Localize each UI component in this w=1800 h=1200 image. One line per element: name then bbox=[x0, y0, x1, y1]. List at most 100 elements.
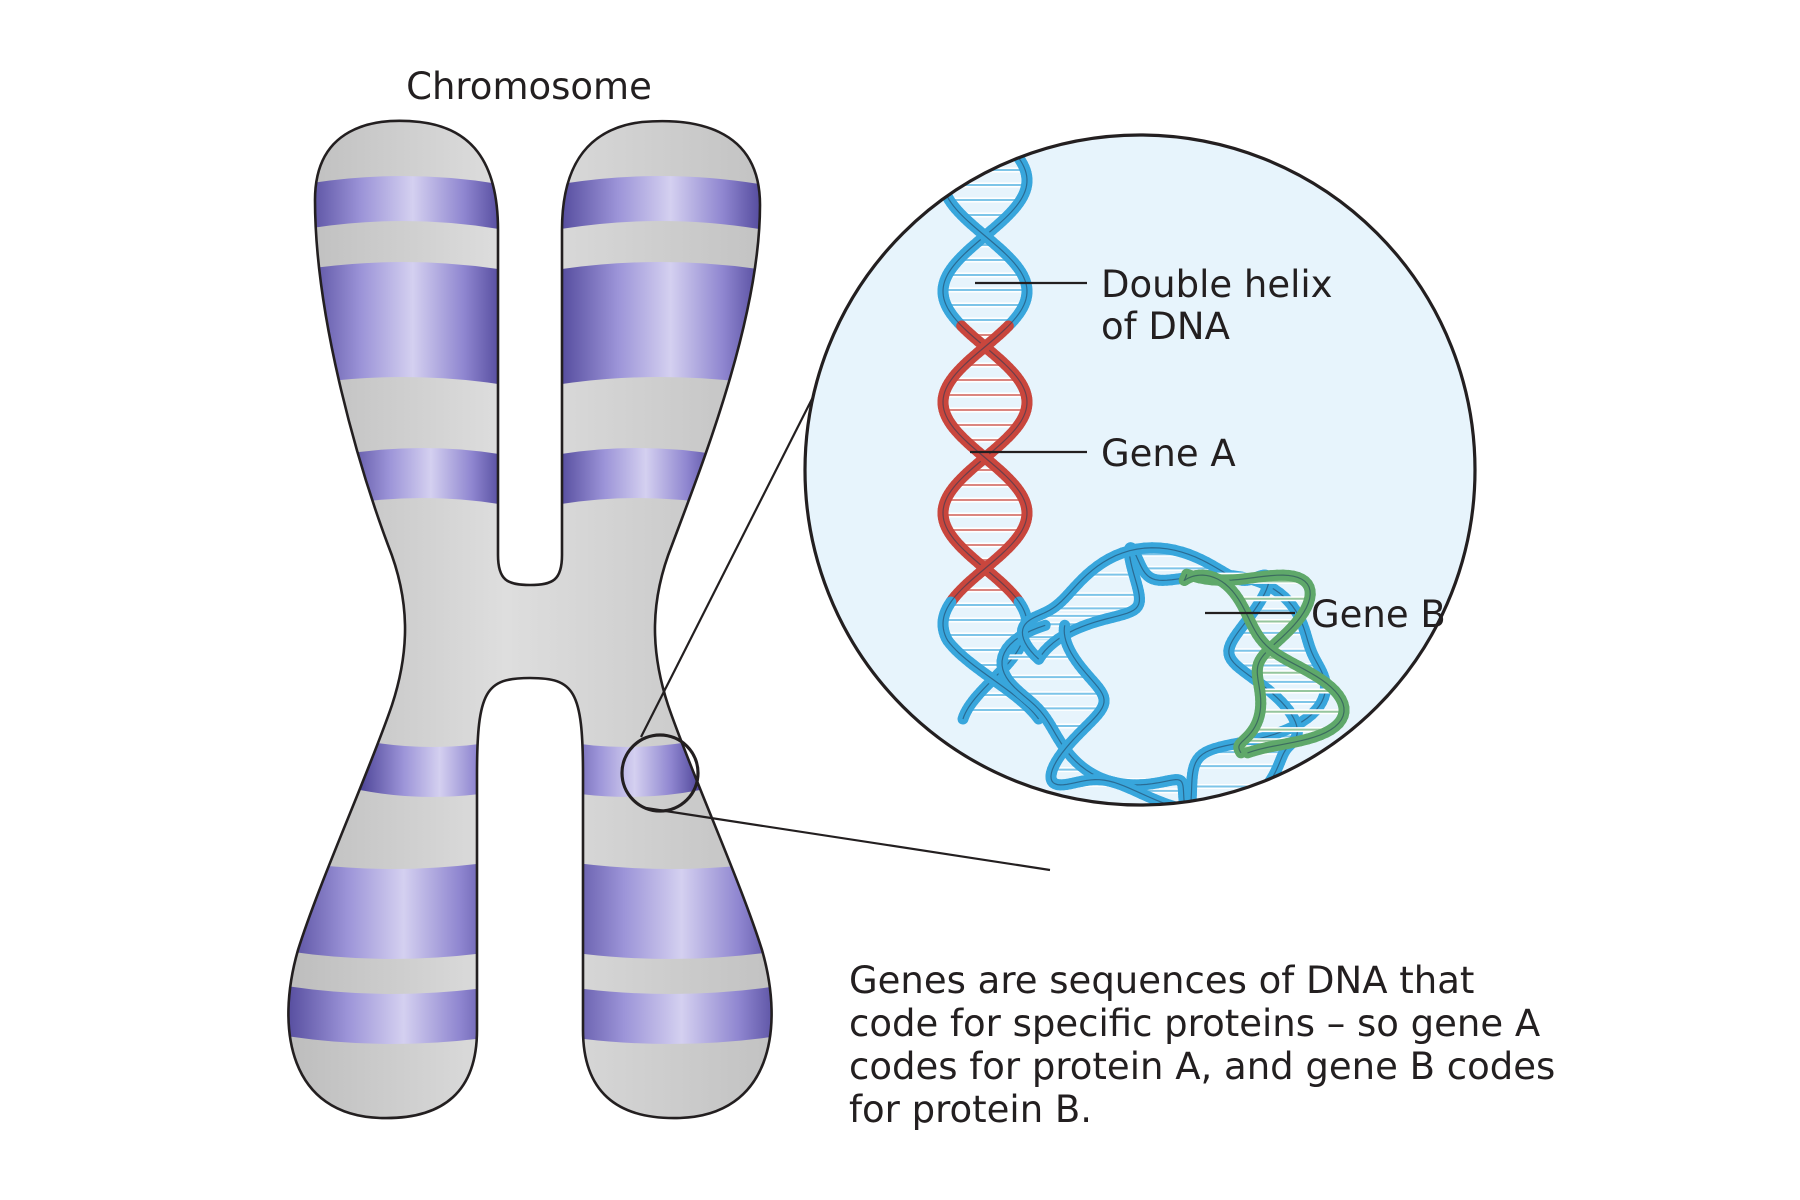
dna-lower-strand bbox=[1170, 818, 1171, 819]
dna-loop-strand bbox=[1180, 803, 1192, 805]
dna-lower-strand bbox=[1066, 852, 1068, 853]
dna-lower-strand bbox=[1192, 823, 1198, 824]
dna-lower-strand bbox=[1172, 826, 1179, 827]
band-lower-right-3 bbox=[555, 985, 772, 1044]
dna-lower-strand bbox=[1006, 851, 1011, 852]
dna-lower-strand bbox=[1154, 850, 1157, 851]
dna-lower-strand bbox=[1297, 825, 1303, 826]
dna-main-strand bbox=[996, 135, 1012, 149]
dna-double-helix bbox=[937, 125, 1355, 865]
dna-lower-strand bbox=[1096, 841, 1101, 842]
dna-lower-strand bbox=[948, 851, 949, 852]
dna-lower-strand bbox=[1070, 850, 1073, 851]
dna-main-strand bbox=[941, 155, 955, 170]
dna-lower-strand bbox=[1283, 821, 1284, 822]
dna-lower-strand bbox=[1064, 853, 1066, 854]
dna-lower-strand bbox=[1083, 845, 1087, 846]
dna-loop-strand bbox=[1223, 802, 1242, 805]
dna-lower-strand bbox=[1061, 855, 1062, 856]
dna-main-strand bbox=[943, 152, 957, 167]
dna-lower-strand-edge bbox=[947, 815, 1355, 865]
dna-main-strand bbox=[937, 167, 950, 182]
dna-lower-strand bbox=[1173, 837, 1174, 838]
dna-loop-strand bbox=[1260, 776, 1275, 793]
dna-main-strand bbox=[981, 125, 985, 128]
dna-main-strand-edge bbox=[942, 135, 1040, 720]
dna-lower-strand bbox=[1282, 835, 1283, 836]
dna-lower-strand bbox=[972, 862, 976, 863]
band-lower-left-1 bbox=[360, 740, 505, 797]
dna-main-strand bbox=[972, 135, 987, 137]
dna-lower-strand bbox=[1282, 823, 1283, 824]
chromosome-outline bbox=[287, 119, 773, 1120]
dna-lower-strand bbox=[1100, 860, 1106, 861]
dna-loop-strand bbox=[1242, 793, 1259, 805]
band-lower-right-1 bbox=[555, 740, 700, 797]
dna-lower-strand bbox=[1316, 828, 1322, 829]
dna-lower-strand bbox=[1022, 854, 1027, 855]
dna-lower-strand bbox=[1123, 857, 1128, 858]
dna-lower-strand bbox=[1106, 859, 1112, 860]
dna-lower-strand bbox=[1134, 832, 1140, 833]
dna-lower-strand bbox=[1049, 860, 1052, 861]
dna-lower-strand bbox=[1239, 818, 1245, 819]
dna-lower-strand bbox=[1012, 852, 1017, 853]
dna-lower-strand bbox=[1081, 862, 1087, 863]
dna-lower-strand bbox=[1172, 840, 1173, 841]
dna-lower-strand bbox=[1173, 839, 1174, 840]
dna-lower-strand bbox=[976, 845, 982, 846]
dna-loop-strand bbox=[1163, 799, 1183, 805]
dna-lower-strand bbox=[1170, 818, 1171, 819]
dna-gene-b-strand-edge bbox=[1183, 574, 1345, 754]
dna-lower-strand bbox=[1035, 857, 1039, 858]
dna-lower-strand bbox=[1334, 832, 1340, 833]
dna-lower-strand bbox=[1138, 854, 1142, 855]
dna-main-strand bbox=[953, 140, 967, 155]
band-upper-left-1 bbox=[300, 176, 505, 230]
dna-lower-strand bbox=[965, 860, 968, 861]
band-lower-right-2 bbox=[555, 860, 772, 959]
dna-main-strand bbox=[938, 164, 951, 179]
dna-lower-strand bbox=[1076, 847, 1079, 848]
dna-lower-strand bbox=[1171, 825, 1172, 826]
dna-lower-strand bbox=[1117, 858, 1122, 859]
dna-lower-strand bbox=[1111, 837, 1116, 838]
dna-main-strand bbox=[986, 135, 1002, 140]
gene-a-label: Gene A bbox=[1101, 432, 1236, 475]
dna-lower-strand bbox=[950, 840, 957, 841]
dna-lower-strand bbox=[1133, 855, 1138, 856]
dna-loop-strand bbox=[1256, 781, 1272, 797]
dna-lower-strand bbox=[1043, 859, 1046, 860]
dna-lower-strand bbox=[1046, 860, 1049, 861]
chromosome-bands bbox=[288, 176, 772, 1044]
dna-lower-strand bbox=[1150, 851, 1154, 852]
dna-main-strand bbox=[965, 135, 980, 143]
dna-lower-strand bbox=[1290, 824, 1297, 825]
dna-lower-strand bbox=[1000, 850, 1006, 851]
dna-lower-strand bbox=[1142, 853, 1146, 854]
dna-lower-strand bbox=[962, 860, 965, 861]
caption-line-2: code for specific proteins – so gene A bbox=[849, 1002, 1540, 1045]
double-helix-label-line2: of DNA bbox=[1101, 305, 1230, 348]
dna-lower-strand bbox=[1100, 840, 1105, 841]
dna-loop-strand bbox=[1183, 804, 1195, 805]
zoom-source-circle bbox=[620, 733, 700, 813]
dna-lower-strand bbox=[1140, 831, 1146, 832]
caption-line-4: for protein B. bbox=[849, 1088, 1092, 1131]
dna-lower-strand bbox=[1068, 851, 1070, 852]
dna-lower-strand bbox=[957, 858, 959, 859]
dna-loop-strand bbox=[1236, 796, 1254, 805]
gene-b-label: Gene B bbox=[1311, 593, 1446, 636]
dna-lower-strand bbox=[949, 841, 950, 842]
caption-line-3: codes for protein A, and gene B codes bbox=[849, 1045, 1555, 1088]
dna-lower-strand bbox=[1093, 861, 1099, 862]
dna-lower-strand bbox=[1056, 862, 1058, 863]
dna-lower-strand bbox=[1264, 821, 1270, 822]
band-upper-left-2 bbox=[300, 262, 505, 385]
dna-lower-strand bbox=[1169, 842, 1171, 843]
band-lower-left-2 bbox=[288, 860, 505, 959]
dna-lower-strand bbox=[1211, 820, 1217, 821]
dna-lower-strand bbox=[1157, 848, 1160, 849]
dna-lower-strand bbox=[970, 844, 976, 845]
